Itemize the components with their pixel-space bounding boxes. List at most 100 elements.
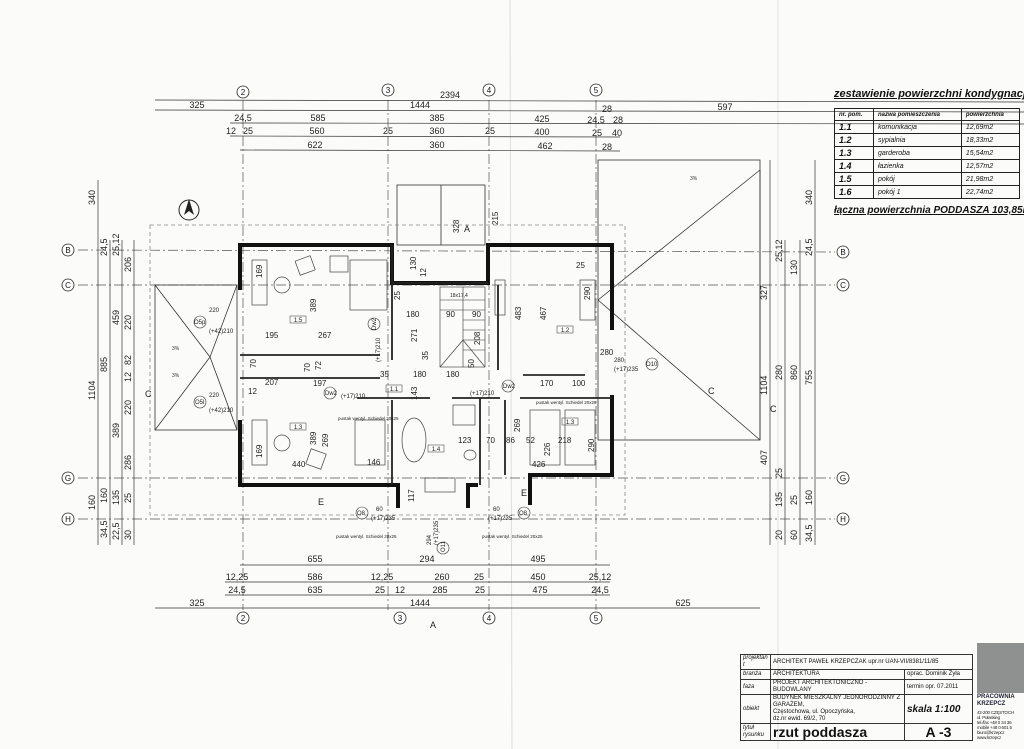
svg-text:25: 25 xyxy=(393,291,402,300)
svg-text:1.3: 1.3 xyxy=(566,420,575,426)
svg-text:340: 340 xyxy=(804,190,814,205)
svg-text:135: 135 xyxy=(111,490,121,505)
room-name: pokój xyxy=(873,172,962,186)
svg-text:400: 400 xyxy=(534,127,549,137)
svg-text:360: 360 xyxy=(429,140,444,150)
room-name: łazienka xyxy=(873,159,962,173)
svg-text:2394: 2394 xyxy=(440,90,460,100)
room-area: 12,69m2 xyxy=(960,120,1021,134)
svg-text:C: C xyxy=(145,389,152,399)
svg-text:407: 407 xyxy=(759,450,769,465)
room-nr: 1.4 xyxy=(834,159,874,173)
svg-text:290: 290 xyxy=(587,438,596,452)
svg-text:325: 325 xyxy=(189,598,204,608)
svg-text:467: 467 xyxy=(539,306,548,320)
svg-text:G: G xyxy=(65,474,71,483)
svg-text:E: E xyxy=(318,497,324,507)
room-name: sypialnia xyxy=(873,133,962,147)
room-name: garderoba xyxy=(873,146,962,160)
company-logo xyxy=(977,643,1024,693)
svg-text:12,25: 12,25 xyxy=(371,572,394,582)
contact-line: www.krzepcz xyxy=(977,735,1002,740)
svg-text:483: 483 xyxy=(514,306,523,320)
room-area: 21,98m2 xyxy=(960,172,1021,186)
svg-text:E: E xyxy=(521,488,527,498)
svg-text:12,25: 12,25 xyxy=(226,572,249,582)
scale: skala 1:100 xyxy=(903,694,974,724)
svg-text:pustak wentyl. Schiedel 20x25: pustak wentyl. Schiedel 20x25 xyxy=(336,534,397,539)
svg-text:25: 25 xyxy=(592,128,602,138)
svg-text:389: 389 xyxy=(309,298,318,312)
svg-text:215: 215 xyxy=(491,211,500,225)
roof-outlines xyxy=(149,159,761,516)
room-area: 18,33m2 xyxy=(960,133,1021,147)
phase: PROJEKT ARCHITEKTONICZNO - BUDOWLANY xyxy=(770,679,905,695)
svg-text:1.3: 1.3 xyxy=(294,425,303,431)
svg-text:597: 597 xyxy=(717,102,732,112)
svg-text:(+17)235: (+17)235 xyxy=(614,367,639,373)
svg-text:24,5: 24,5 xyxy=(99,238,109,256)
svg-text:30: 30 xyxy=(123,530,133,540)
svg-text:206: 206 xyxy=(123,257,133,272)
svg-text:3%: 3% xyxy=(172,373,180,379)
svg-text:1.2: 1.2 xyxy=(561,328,570,334)
svg-text:280: 280 xyxy=(600,348,614,357)
svg-text:20: 20 xyxy=(774,530,784,540)
svg-text:H: H xyxy=(840,515,846,524)
section-markers: A A E E C C xyxy=(145,224,777,630)
svg-text:269: 269 xyxy=(513,418,522,432)
discipline: ARCHITEKTURA xyxy=(770,669,905,680)
interior-dimensions: 169 389 195 267 70 207 72 197 12 70 389 … xyxy=(248,211,614,502)
roof-slopes: 3% 3% 3% xyxy=(172,176,698,379)
svg-text:560: 560 xyxy=(309,126,324,136)
svg-text:24,5: 24,5 xyxy=(587,115,605,125)
svg-text:24,5: 24,5 xyxy=(234,113,252,123)
room-area: 15,54m2 xyxy=(960,146,1021,160)
paper-fold xyxy=(509,0,513,749)
room-name: pokój 1 xyxy=(873,185,962,199)
svg-text:O10: O10 xyxy=(646,362,658,368)
svg-text:60: 60 xyxy=(493,507,500,513)
staircase xyxy=(439,286,486,368)
svg-text:195: 195 xyxy=(265,331,279,340)
svg-text:170: 170 xyxy=(540,379,554,388)
svg-text:24,5: 24,5 xyxy=(804,238,814,256)
svg-text:1444: 1444 xyxy=(410,598,430,608)
svg-text:325: 325 xyxy=(189,100,204,110)
svg-text:280: 280 xyxy=(614,358,625,364)
svg-text:389: 389 xyxy=(111,423,121,438)
svg-text:180: 180 xyxy=(446,370,460,379)
svg-text:12: 12 xyxy=(123,372,133,382)
svg-text:226: 226 xyxy=(543,442,552,456)
contact-line: biuro@krzepcz xyxy=(977,730,1005,735)
svg-text:220: 220 xyxy=(123,400,133,415)
svg-text:117: 117 xyxy=(407,489,416,502)
header-nr: nr. pom. xyxy=(834,108,874,121)
svg-text:(+42)210: (+42)210 xyxy=(209,329,234,335)
svg-text:328: 328 xyxy=(452,219,461,233)
svg-text:1.5: 1.5 xyxy=(294,318,303,324)
right-dimensions: 340 24,5 130 25,12 327 280 860 755 1104 … xyxy=(759,190,814,542)
svg-text:385: 385 xyxy=(429,113,444,123)
svg-text:70: 70 xyxy=(303,363,312,372)
title-block: projektant ARCHITEKT PAWEŁ KRZEPCZAK upr… xyxy=(740,654,974,741)
svg-text:Dw2: Dw2 xyxy=(372,317,378,330)
table-header: nr. pom. nazwa pomieszczenia powierzchni… xyxy=(834,108,1021,121)
svg-text:207: 207 xyxy=(265,378,279,387)
svg-text:3%: 3% xyxy=(172,346,180,352)
svg-text:130: 130 xyxy=(409,256,418,270)
date: termin opr. 07.2011 xyxy=(903,679,974,695)
svg-text:H: H xyxy=(65,515,71,524)
svg-text:123: 123 xyxy=(458,436,472,445)
svg-text:O5l: O5l xyxy=(195,400,204,406)
svg-text:Dw2: Dw2 xyxy=(503,384,516,390)
svg-text:180: 180 xyxy=(413,370,427,379)
room-area: 22,74m2 xyxy=(960,185,1021,199)
architect-name: ARCHITEKT PAWEŁ KRZEPCZAK xyxy=(773,658,867,665)
svg-text:(+17)210: (+17)210 xyxy=(341,394,366,400)
company-contact: 42-200 CZĘSTOCH ul. Pułaskieg tel./fax +… xyxy=(977,710,1024,740)
svg-text:4: 4 xyxy=(487,614,492,623)
